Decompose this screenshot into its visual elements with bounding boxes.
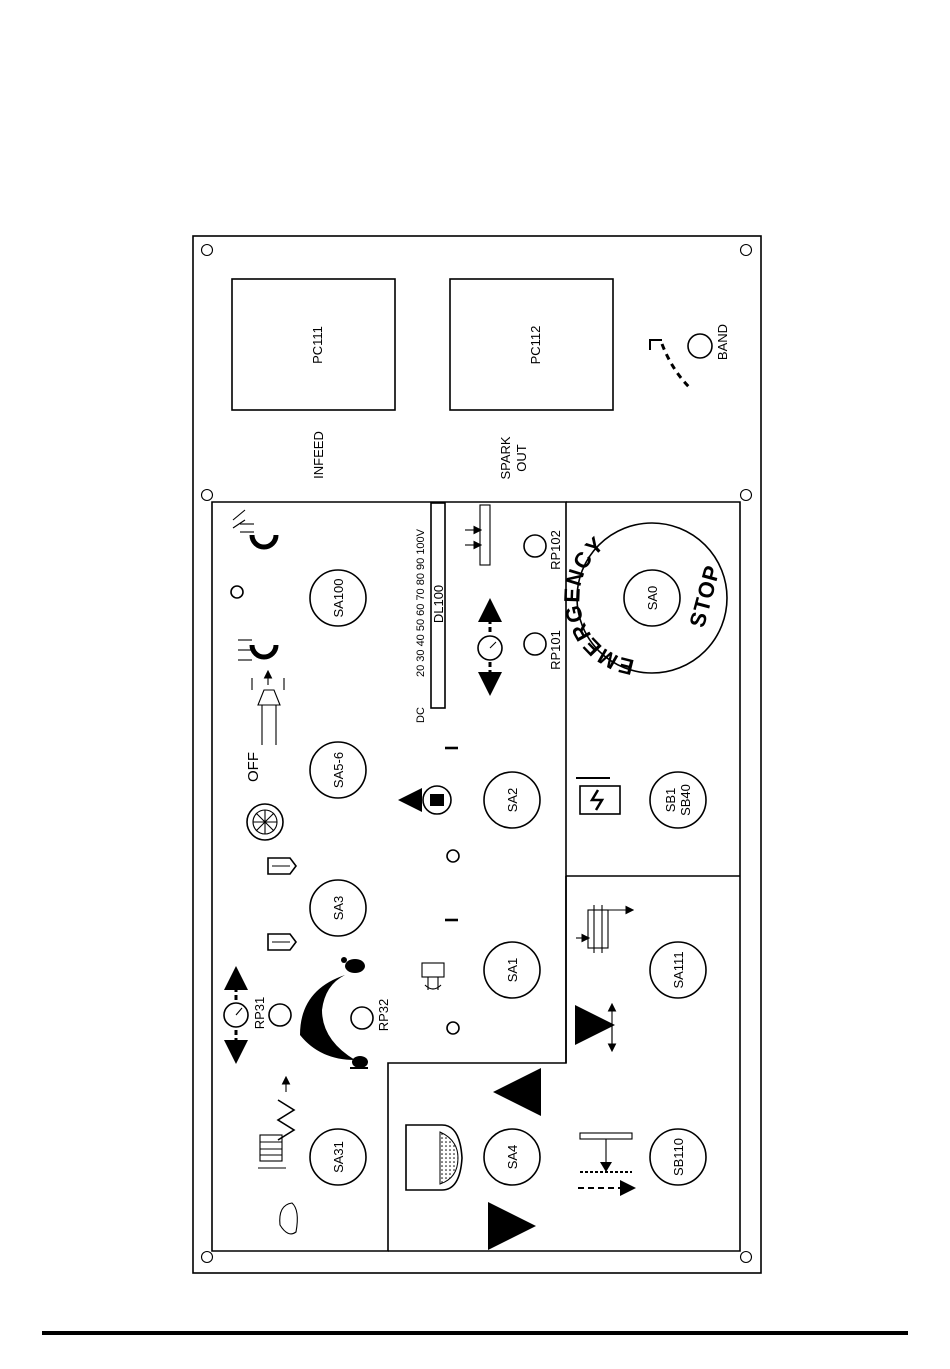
dressing-feed-icon bbox=[465, 505, 490, 565]
dresser-icon-up bbox=[268, 858, 296, 874]
magnet-icon bbox=[233, 510, 276, 547]
band-label: BAND bbox=[715, 324, 730, 360]
hand-icon bbox=[280, 1203, 298, 1234]
meter-pc112-label: PC112 bbox=[528, 326, 543, 365]
switch-sa2-label: SA2 bbox=[505, 788, 520, 813]
pot-rp102[interactable] bbox=[524, 535, 546, 557]
switch-sa5-6-label: SA5-6 bbox=[331, 752, 346, 788]
switch-sa1-label: SA1 bbox=[505, 958, 520, 983]
pot-rp101-label: RP101 bbox=[548, 630, 563, 670]
magnet-off-icon bbox=[238, 640, 276, 660]
gauge-icon bbox=[224, 972, 248, 1058]
power-cabinet-icon bbox=[576, 778, 620, 814]
switch-sa0-label: SA0 bbox=[645, 586, 660, 611]
pot-rp31[interactable] bbox=[269, 1004, 291, 1026]
indicator-lamp bbox=[447, 1022, 459, 1034]
wheel-guard-icon bbox=[406, 1125, 462, 1190]
button-sb110-label: SB110 bbox=[671, 1138, 686, 1176]
switch-sa3-label: SA3 bbox=[331, 896, 346, 921]
pot-rp32-label: RP32 bbox=[376, 999, 391, 1032]
spindle-rotation-icon bbox=[422, 963, 444, 990]
zigzag-icon bbox=[278, 1078, 294, 1140]
speed-wedge-icon bbox=[300, 975, 355, 1060]
panel-outline bbox=[193, 236, 761, 1273]
dc-scale-values: 20 30 40 50 60 70 80 90 100V bbox=[415, 528, 427, 677]
band-arc-icon bbox=[650, 340, 690, 388]
display-dl100-label: DL100 bbox=[431, 585, 446, 623]
position-one-mark: I bbox=[442, 917, 462, 922]
lubrication-pump-icon bbox=[404, 786, 451, 814]
switch-sa31-label: SA31 bbox=[331, 1141, 346, 1173]
pot-rp32[interactable] bbox=[351, 1007, 373, 1029]
stop-label: STOP bbox=[684, 562, 725, 630]
button-sb1-label: SB1 bbox=[663, 788, 678, 813]
mounting-holes bbox=[202, 245, 752, 1263]
fan-icon bbox=[247, 804, 283, 840]
dresser-icon-down bbox=[268, 934, 296, 950]
infeed-label: INFEED bbox=[311, 431, 326, 479]
turtle-icon bbox=[341, 957, 365, 973]
pot-rp102-label: RP102 bbox=[548, 530, 563, 570]
off-label: OFF bbox=[245, 752, 262, 782]
speed-gauge-icon bbox=[478, 604, 502, 690]
table-traverse-icon bbox=[576, 905, 632, 953]
snail-icon bbox=[350, 1056, 368, 1068]
pot-rp31-label: RP31 bbox=[252, 997, 267, 1030]
button-sb40-label: SB40 bbox=[678, 784, 693, 816]
band-lamp bbox=[688, 334, 712, 358]
coolant-nozzle-icon bbox=[252, 672, 284, 745]
meter-pc111-label: PC111 bbox=[310, 326, 325, 364]
spark-label: SPARK bbox=[498, 436, 513, 479]
position-one-mark: I bbox=[442, 745, 462, 750]
switch-sa4-label: SA4 bbox=[505, 1145, 520, 1170]
out-label: OUT bbox=[514, 444, 529, 472]
switch-sa111-label: SA111 bbox=[671, 951, 686, 988]
left-section-outline bbox=[212, 502, 566, 1251]
grinding-wheel-icon bbox=[258, 1135, 286, 1168]
pot-rp101[interactable] bbox=[524, 633, 546, 655]
indicator-lamp bbox=[231, 586, 243, 598]
cross-feed-icon bbox=[580, 1005, 612, 1050]
dc-label: DC bbox=[415, 707, 427, 723]
switch-sa100-label: SA100 bbox=[331, 578, 346, 617]
indicator-lamp bbox=[447, 850, 459, 862]
dresser-diamond-icon bbox=[578, 1133, 632, 1188]
